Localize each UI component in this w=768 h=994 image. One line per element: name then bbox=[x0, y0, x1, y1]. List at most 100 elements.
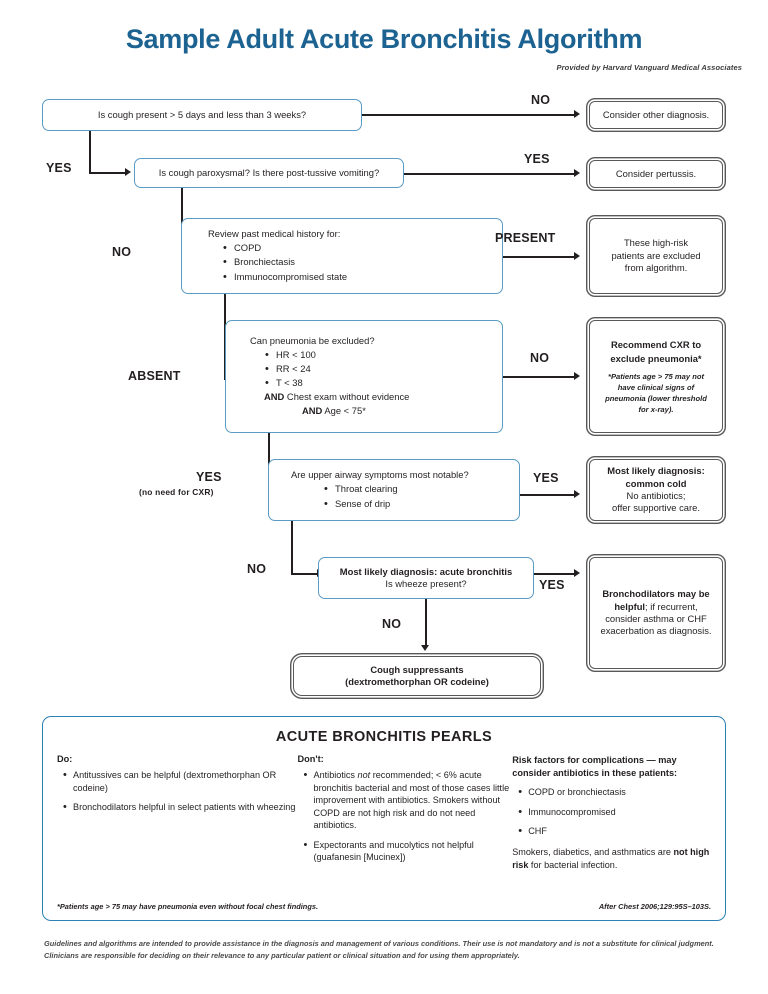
node-text: These high-risk patients are excluded fr… bbox=[590, 237, 722, 274]
node-text: Is cough present > 5 days and less than … bbox=[97, 108, 307, 120]
connector-q2-to-out2 bbox=[404, 173, 574, 175]
node-upper-airway-symptoms[interactable]: Are upper airway symptoms most notable? … bbox=[268, 459, 520, 521]
node-text-line2: common cold bbox=[625, 477, 687, 489]
arrow-head-q1-q2 bbox=[125, 168, 131, 176]
node-consider-other-diagnosis[interactable]: Consider other diagnosis. bbox=[589, 101, 723, 129]
node-heading: Can pneumonia be excluded? bbox=[250, 334, 375, 346]
item-emphasis: not bbox=[357, 770, 371, 780]
node-high-risk-excluded[interactable]: These high-risk patients are excluded fr… bbox=[589, 218, 723, 294]
list-item: Expectorants and mucolytics not helpful … bbox=[304, 838, 513, 864]
node-heading: Review past medical history for: bbox=[208, 228, 341, 240]
node-text-line2: Is wheeze present? bbox=[385, 578, 467, 589]
edge-label-no-3: NO bbox=[530, 351, 550, 365]
node-text-line4: offer supportive care. bbox=[612, 502, 700, 514]
node-bronchodilators[interactable]: Bronchodilators may be helpful; if recur… bbox=[589, 557, 723, 669]
node-body: Review past medical history for: COPD Br… bbox=[182, 228, 502, 286]
item-part-a: Antibiotics bbox=[313, 770, 358, 780]
edge-label-no-2: NO bbox=[112, 245, 132, 259]
list-item: Immunocompromised state bbox=[223, 269, 502, 286]
arrow-head-q6-out7 bbox=[421, 645, 429, 651]
node-cough-suppressants[interactable]: Cough suppressants (dextromethorphan OR … bbox=[293, 656, 541, 696]
node-text: Consider other diagnosis. bbox=[602, 108, 710, 120]
connector-q6-down bbox=[425, 599, 427, 646]
node-text-line3: No antibiotics; bbox=[626, 490, 686, 501]
node-body: Are upper airway symptoms most notable? … bbox=[269, 469, 519, 512]
connector-q4-down bbox=[268, 433, 270, 486]
pearls-column-dont: Don't: Antibiotics not recommended; < 6%… bbox=[298, 754, 513, 871]
item-part-c: recommended; < 6% acute bronchitis bacte… bbox=[313, 770, 510, 831]
node-text: Consider pertussis. bbox=[615, 167, 697, 179]
connector-q3-to-out3 bbox=[503, 256, 574, 258]
and-keyword: AND bbox=[302, 405, 323, 417]
node-bullet-list: HR < 100 RR < 24 T < 38 bbox=[250, 347, 502, 392]
pearls-panel: ACUTE BRONCHITIS PEARLS Do: Antitussives… bbox=[42, 716, 726, 921]
node-pneumonia-exclusion[interactable]: Can pneumonia be excluded? HR < 100 RR <… bbox=[225, 320, 503, 433]
node-acute-bronchitis-wheeze[interactable]: Most likely diagnosis: acute bronchitis … bbox=[318, 557, 534, 599]
edge-label-no-4: NO bbox=[247, 562, 267, 576]
node-heading: Are upper airway symptoms most notable? bbox=[291, 469, 469, 481]
pearls-footnote-left: *Patients age > 75 may have pneumonia ev… bbox=[57, 902, 318, 911]
node-text-line2: exclude pneumonia* bbox=[610, 353, 702, 364]
node-text: Most likely diagnosis: common cold No an… bbox=[590, 465, 722, 515]
node-consider-pertussis[interactable]: Consider pertussis. bbox=[589, 160, 723, 188]
node-text-line1: Most likely diagnosis: bbox=[607, 465, 705, 477]
risk-note: Smokers, diabetics, and asthmatics are n… bbox=[512, 846, 711, 871]
list-item: RR < 24 bbox=[265, 361, 502, 378]
disclaimer: Guidelines and algorithms are intended t… bbox=[44, 938, 734, 962]
list-item: Sense of drip bbox=[324, 495, 519, 512]
and-keyword: AND bbox=[264, 391, 285, 403]
arrow-head-q1-out1 bbox=[574, 110, 580, 118]
list-item: Bronchiectasis bbox=[223, 254, 502, 271]
arrow-head-q2-out2 bbox=[574, 169, 580, 177]
node-common-cold[interactable]: Most likely diagnosis: common cold No an… bbox=[589, 459, 723, 521]
list-item: CHF bbox=[518, 825, 711, 840]
risk-factor-list: COPD or bronchiectasis Immunocompromised… bbox=[512, 785, 711, 840]
pearls-title: ACUTE BRONCHITIS PEARLS bbox=[275, 729, 493, 745]
node-text-line1: These high-risk bbox=[623, 237, 689, 249]
and-condition-1: AND Chest exam without evidence bbox=[250, 390, 502, 404]
node-recommend-cxr[interactable]: Recommend CXR to exclude pneumonia* *Pat… bbox=[589, 320, 723, 433]
edge-label-yes-3-sub: (no need for CXR) bbox=[139, 487, 214, 497]
edge-label-present: PRESENT bbox=[495, 231, 556, 245]
list-item: T < 38 bbox=[265, 375, 502, 392]
arrow-head-q3-out3 bbox=[574, 252, 580, 260]
node-paroxysmal-cough-question[interactable]: Is cough paroxysmal? Is there post-tussi… bbox=[134, 158, 404, 188]
list-item: HR < 100 bbox=[265, 347, 502, 364]
list-item: Bronchodilators helpful in select patien… bbox=[63, 800, 298, 815]
connector-q6-to-out6 bbox=[534, 573, 574, 575]
node-footnote: *Patients age > 75 may not have clinical… bbox=[605, 371, 707, 414]
and-text: Chest exam without evidence bbox=[284, 391, 410, 403]
note-emphasis: not high risk bbox=[512, 847, 710, 870]
node-text-rest: ; if recurrent, consider asthma or CHF e… bbox=[600, 600, 712, 637]
list-item: Throat clearing bbox=[324, 481, 519, 498]
edge-label-yes-5: YES bbox=[539, 578, 565, 592]
list-item: Antitussives can be helpful (dextrometho… bbox=[63, 768, 298, 794]
node-text-line3: from algorithm. bbox=[624, 262, 688, 274]
edge-label-no-1: NO bbox=[531, 93, 551, 107]
edge-label-absent: ABSENT bbox=[128, 369, 181, 383]
pearls-column-risk-factors: Risk factors for complications — may con… bbox=[512, 754, 711, 871]
node-text-line1: Recommend CXR to bbox=[610, 339, 702, 351]
node-text-line2: (dextromethorphan OR codeine) bbox=[345, 676, 489, 687]
arrow-head-q6-out6 bbox=[574, 569, 580, 577]
and-condition-2: AND Age < 75* bbox=[250, 404, 502, 418]
node-bullet-list: Throat clearing Sense of drip bbox=[291, 481, 519, 512]
node-text-line1: Most likely diagnosis: acute bronchitis bbox=[339, 565, 513, 577]
edge-label-yes-1: YES bbox=[46, 161, 72, 175]
node-past-medical-history[interactable]: Review past medical history for: COPD Br… bbox=[181, 218, 503, 294]
connector-q1-to-out1 bbox=[362, 114, 574, 116]
list-item: COPD or bronchiectasis bbox=[518, 785, 711, 800]
page-title: Sample Adult Acute Bronchitis Algorithm bbox=[125, 24, 643, 54]
node-cough-duration-question[interactable]: Is cough present > 5 days and less than … bbox=[42, 99, 362, 131]
connector-q1-down bbox=[89, 131, 91, 173]
pearls-columns: Do: Antitussives can be helpful (dextrom… bbox=[43, 745, 725, 871]
connector-q5-down bbox=[291, 521, 293, 574]
node-bullet-list: COPD Bronchiectasis Immunocompromised st… bbox=[208, 240, 502, 286]
connector-q5-to-out5 bbox=[520, 494, 574, 496]
list-item: COPD bbox=[223, 240, 502, 257]
edge-label-no-5: NO bbox=[382, 617, 402, 631]
node-text: Most likely diagnosis: acute bronchitis … bbox=[319, 566, 533, 591]
connector-q1-right bbox=[89, 172, 125, 174]
page-subtitle: Provided by Harvard Vanguard Medical Ass… bbox=[556, 63, 742, 72]
